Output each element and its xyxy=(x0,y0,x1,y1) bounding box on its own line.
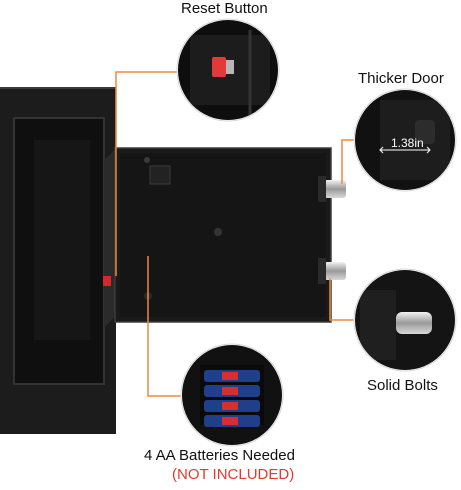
door-panel xyxy=(103,147,346,328)
not-included-label: (NOT INCLUDED) xyxy=(172,466,295,483)
solid-bolts-zoom xyxy=(353,268,457,372)
batteries-zoom xyxy=(180,343,284,447)
safe-body xyxy=(0,87,116,434)
solid-bolts-label: Solid Bolts xyxy=(367,377,438,394)
leader-lines xyxy=(115,71,356,397)
reset-leader-line xyxy=(115,71,180,276)
reset-button-label: Reset Button xyxy=(181,0,268,17)
door-thickness-label: 1.38in xyxy=(391,136,424,150)
batteries-label: 4 AA Batteries Needed xyxy=(144,447,295,464)
door-leader-line xyxy=(341,139,356,184)
reset-button-zoom xyxy=(176,18,280,122)
thicker-door-label: Thicker Door xyxy=(358,70,444,87)
bolt-leader-line xyxy=(329,278,356,321)
battery-leader-line xyxy=(147,256,182,397)
thicker-door-zoom xyxy=(353,88,457,192)
